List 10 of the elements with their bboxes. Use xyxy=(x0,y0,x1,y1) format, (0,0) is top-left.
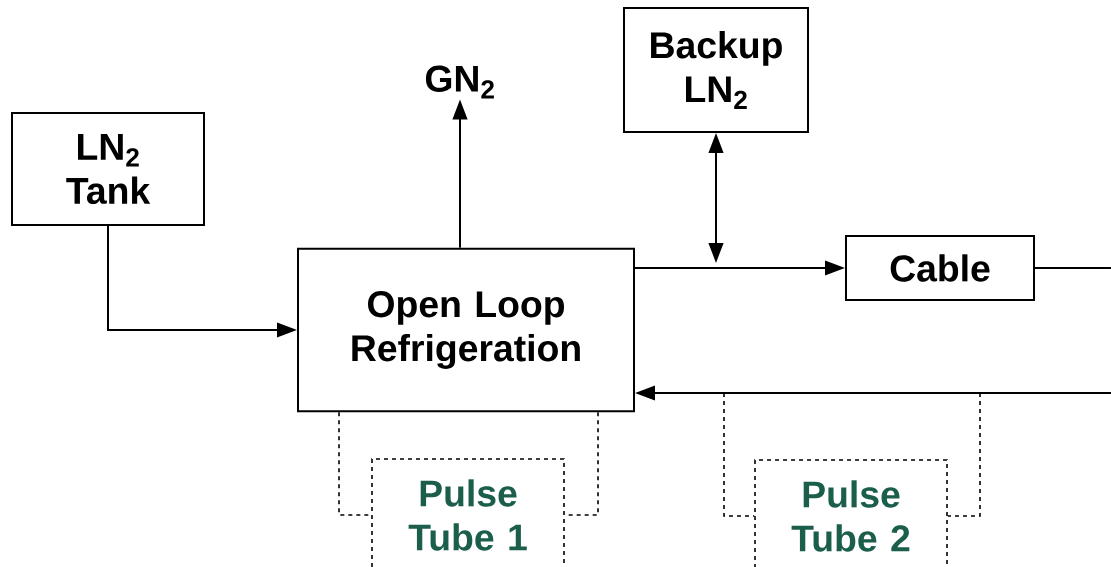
cooler-box: Pulse Tube 2 xyxy=(754,459,948,567)
supply-box: Backup LN$_{2}$ xyxy=(623,7,809,133)
process-box: Open Loop Refrigeration xyxy=(297,247,635,413)
connector-line xyxy=(723,392,755,517)
flow-line xyxy=(1034,267,1111,269)
cooler-box: Pulse Tube 1 xyxy=(371,458,565,567)
connector-line xyxy=(947,392,981,517)
tank-box: LN$_{2}$ Tank xyxy=(11,112,205,226)
flow-label: GN$_{2}$ xyxy=(425,65,494,99)
component-box: Cable xyxy=(845,235,1035,301)
